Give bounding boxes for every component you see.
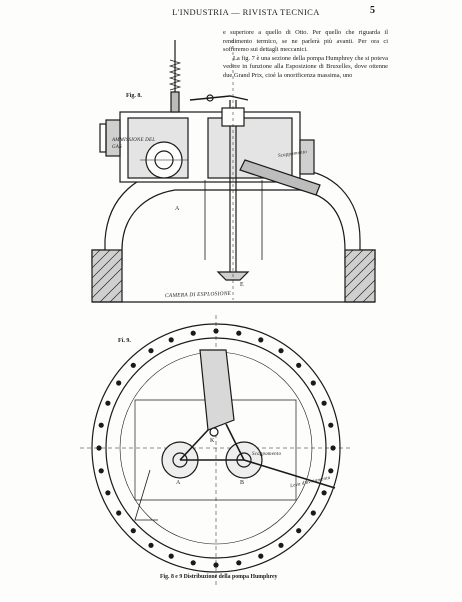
bolt-hole: [190, 560, 196, 566]
bolt-hole: [321, 400, 327, 406]
bolt-hole: [190, 330, 196, 336]
bolt-hole: [130, 528, 136, 534]
bolt-hole: [278, 348, 284, 354]
bolt-hole: [98, 468, 104, 474]
bolt-hole: [148, 348, 154, 354]
bolt-hole: [130, 362, 136, 368]
bolt-hole: [168, 337, 174, 343]
paragraph: La fig. 7 è una sezione della pompa Hump…: [223, 54, 388, 79]
bolt-hole: [258, 337, 264, 343]
bolt-hole: [105, 490, 111, 496]
bolt-hole: [328, 422, 334, 428]
figure-8-letter-a: A: [175, 206, 180, 212]
bolt-hole: [328, 468, 334, 474]
figure-9-label: Fi. 9.: [118, 338, 131, 344]
bolt-hole: [296, 528, 302, 534]
bolt-hole: [236, 560, 242, 566]
bolt-hole: [296, 362, 302, 368]
bolt-hole: [258, 553, 264, 559]
bolt-hole: [310, 510, 316, 516]
figure-9-exhaust-annotation: Scappamento: [252, 452, 282, 457]
figure-8-label: Fig. 8.: [126, 93, 142, 99]
bolt-hole: [116, 510, 122, 516]
bolt-hole: [213, 562, 219, 568]
figure-9-letter-a: A: [176, 480, 181, 486]
bolt-hole: [278, 542, 284, 548]
flange-bolt-holes: [96, 328, 336, 568]
paragraph: e superiore a quello di Otto. Per quello…: [223, 29, 388, 54]
bolt-hole: [105, 400, 111, 406]
running-header: L'INDUSTRIA — RIVISTA TECNICA: [172, 7, 320, 17]
figure-caption: Fig. 8 e 9 Distribuzione della pompa Hum…: [160, 574, 278, 580]
figure-8-letter-e: E: [240, 282, 244, 288]
bolt-hole: [168, 553, 174, 559]
bolt-hole: [98, 422, 104, 428]
bolt-hole: [96, 445, 102, 451]
bolt-hole: [213, 328, 219, 334]
bolt-hole: [148, 542, 154, 548]
figure-9-letter-b: B: [240, 480, 245, 486]
page-number: 5: [370, 5, 375, 16]
bolt-hole: [236, 330, 242, 336]
figure-8-admission-annotation: AMMISSIONE DEL GAS: [112, 138, 156, 150]
bolt-hole: [116, 380, 122, 386]
text-column: e superiore a quello di Otto. Per quello…: [223, 29, 388, 81]
bolt-hole: [321, 490, 327, 496]
bolt-hole: [330, 445, 336, 451]
bolt-hole: [310, 380, 316, 386]
figure-9-letter-k: K: [210, 438, 215, 444]
